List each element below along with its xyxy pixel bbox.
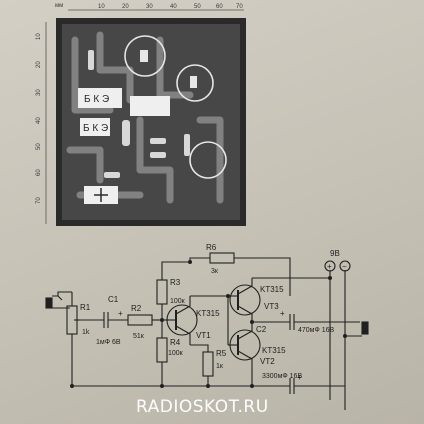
ruler-left-tick: 10	[36, 33, 42, 40]
c2-plus: +	[280, 309, 285, 318]
r4-label: R4	[170, 338, 181, 347]
ruler-unit: мм	[55, 3, 63, 9]
ruler-left-tick: 70	[36, 197, 42, 204]
watermark: RADIOSKOT.RU	[136, 397, 269, 417]
c3-plus: +	[297, 373, 302, 382]
ruler-left-tick: 60	[36, 169, 42, 176]
ruler-top-tick: 50	[194, 4, 201, 10]
ruler-top-tick: 10	[98, 4, 105, 10]
r6-label: R6	[206, 243, 217, 252]
ruler-top-tick: 60	[216, 4, 223, 10]
ruler-left-tick: 50	[36, 143, 42, 150]
r6-value: 3к	[211, 268, 219, 275]
vt1-label: VT1	[196, 331, 211, 340]
junctions	[70, 260, 347, 388]
r4-value: 100к	[168, 350, 184, 357]
r3-value: 100к	[170, 298, 186, 305]
c1-label: C1	[108, 295, 119, 304]
r2-label: R2	[131, 304, 142, 313]
vt2-label: VT2	[260, 357, 275, 366]
pcb-block: Б К Э	[78, 88, 122, 108]
pcb-board: Б К Э Б К Э	[56, 18, 246, 226]
r3-label: R3	[170, 278, 181, 287]
pcb-block: Б К Э	[80, 118, 110, 136]
r1-label: R1	[80, 303, 91, 312]
pcb-block-label: Б К Э	[84, 94, 109, 105]
c1-plus: +	[118, 309, 123, 318]
pcb-block	[130, 96, 170, 116]
r1-value: 1k	[82, 329, 90, 336]
pcb-block-label: Б К Э	[83, 123, 108, 134]
vt3-type: KT315	[260, 285, 284, 294]
r5-label: R5	[216, 349, 227, 358]
vt2-type: KT315	[262, 346, 286, 355]
ruler: мм 10 20 30 40 50 60 70 10 20 30 40 50 6…	[36, 3, 244, 224]
c1-value: 1мФ 6В	[96, 339, 121, 346]
vt3-label: VT3	[264, 302, 279, 311]
supply-plus: +	[327, 262, 332, 271]
c2-label: C2	[256, 325, 267, 334]
supply-minus: −	[342, 262, 347, 271]
ruler-left-tick: 20	[36, 61, 42, 68]
ruler-top-tick: 40	[170, 4, 177, 10]
ruler-top-tick: 20	[122, 4, 129, 10]
ruler-left-tick: 40	[36, 117, 42, 124]
schematic	[45, 252, 369, 410]
ruler-left-tick: 30	[36, 89, 42, 96]
ruler-top-tick: 30	[146, 4, 153, 10]
r2-value: 51к	[133, 333, 145, 340]
vt1-type: KT315	[196, 309, 220, 318]
c2-value: 470мФ 16В	[298, 327, 335, 334]
ruler-top-tick: 70	[236, 4, 243, 10]
supply-voltage: 9В	[330, 249, 340, 258]
c3-value: 3300мФ 16В	[262, 373, 302, 380]
r5-value: 1к	[216, 363, 224, 370]
